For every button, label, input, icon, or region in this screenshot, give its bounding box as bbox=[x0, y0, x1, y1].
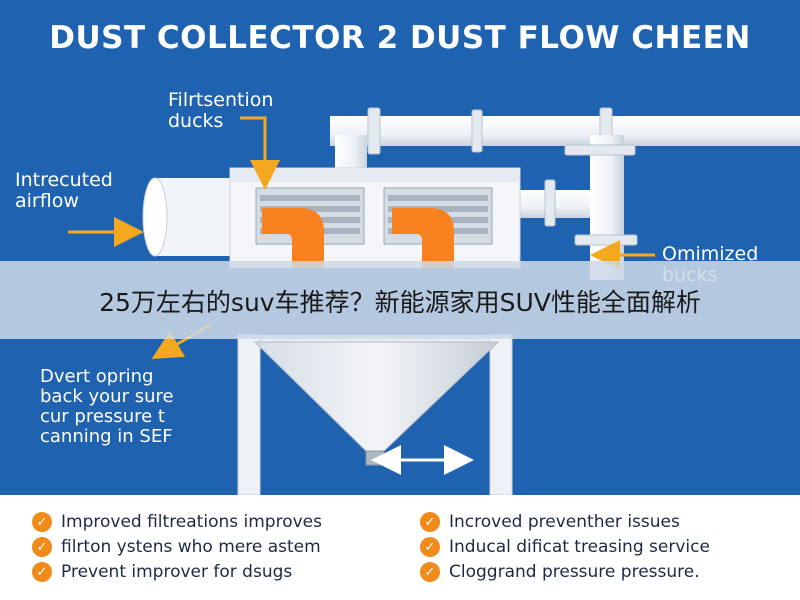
benefit-item: ✓ Prevent improver for dsugs bbox=[32, 562, 292, 582]
checkmark-icon: ✓ bbox=[420, 562, 440, 582]
benefit-text: Prevent improver for dsugs bbox=[61, 562, 293, 582]
label-filtration-ducks: Filrtsention ducks bbox=[168, 89, 274, 132]
benefit-text: Inducal dificat treasing service bbox=[449, 537, 710, 557]
page-title: DUST COLLECTOR 2 DUST FLOW CHEEN bbox=[49, 20, 751, 56]
checkmark-icon: ✓ bbox=[32, 512, 52, 532]
benefit-item: ✓ Inducal dificat treasing service bbox=[420, 537, 710, 557]
overlay-banner: 25万左右的suv车推荐？新能源家用SUV性能全面解析 bbox=[0, 261, 800, 339]
benefit-text: Cloggrand pressure pressure. bbox=[449, 562, 700, 582]
benefit-text: Improved filtreations improves bbox=[61, 512, 322, 532]
checkmark-icon: ✓ bbox=[32, 562, 52, 582]
label-divert-opening: Dvert opring back your sure cur pressure… bbox=[40, 366, 174, 447]
banner-text: 25万左右的suv车推荐？新能源家用SUV性能全面解析 bbox=[99, 288, 701, 317]
orange-flow-duct-right bbox=[392, 208, 454, 268]
callout-arrow-filtration bbox=[240, 116, 280, 190]
benefit-item: ✓ Improved filtreations improves bbox=[32, 512, 322, 532]
orange-flow-duct-left bbox=[262, 208, 324, 268]
dust-collector-diagram bbox=[68, 107, 800, 495]
benefit-item: ✓ filrton ystens who mere astem bbox=[32, 537, 321, 557]
checkmark-icon: ✓ bbox=[420, 537, 440, 557]
top-pipe bbox=[330, 107, 800, 195]
checkmark-icon: ✓ bbox=[420, 512, 440, 532]
benefit-item: ✓ Incroved preventher issues bbox=[420, 512, 680, 532]
dust-outlet bbox=[365, 450, 385, 466]
hopper-cone bbox=[253, 341, 500, 453]
benefit-text: Incroved preventher issues bbox=[449, 512, 680, 532]
checkmark-icon: ✓ bbox=[32, 537, 52, 557]
benefit-text: filrton ystens who mere astem bbox=[61, 537, 321, 557]
diagram-panel: DUST COLLECTOR 2 DUST FLOW CHEEN Filrtse… bbox=[0, 0, 800, 495]
benefit-item: ✓ Cloggrand pressure pressure. bbox=[420, 562, 700, 582]
label-intake-airflow: Intrecuted airflow bbox=[15, 169, 113, 212]
